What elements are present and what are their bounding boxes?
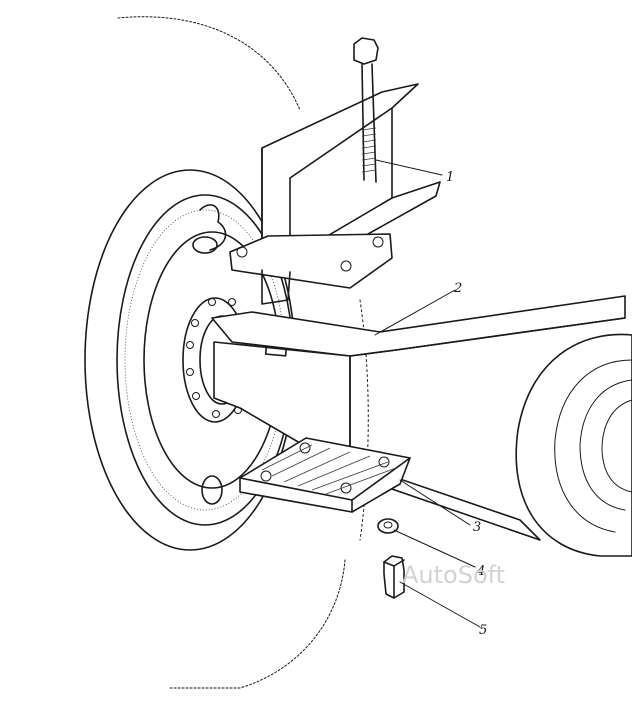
right-tire bbox=[515, 333, 632, 557]
lock-washer bbox=[377, 518, 399, 534]
callout-1: 1 bbox=[446, 170, 454, 185]
callout-4: 4 bbox=[476, 564, 485, 579]
callout-2: 2 bbox=[453, 281, 462, 296]
leader-lines bbox=[374, 159, 481, 628]
watermark-text: AutoSoft bbox=[402, 561, 505, 589]
callout-5: 5 bbox=[479, 623, 487, 638]
axle-beam bbox=[211, 295, 626, 541]
clamp-bolt bbox=[353, 37, 379, 183]
upper-clamp-bracket bbox=[229, 83, 441, 305]
nut bbox=[383, 555, 405, 599]
lower-spring-plate bbox=[239, 437, 411, 513]
callout-3: 3 bbox=[473, 520, 481, 535]
